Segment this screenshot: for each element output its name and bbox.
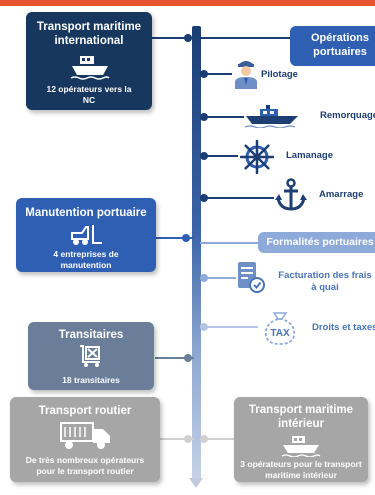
connector-road <box>150 438 194 440</box>
header-title: Opérations portuaires <box>310 32 370 58</box>
connector-dot <box>182 234 190 242</box>
tugboat-icon <box>244 105 298 128</box>
card-international-maritime: Transport maritime international 12 opér… <box>26 12 152 110</box>
pilot-icon <box>235 61 257 89</box>
towing-label: Remorquage <box>320 110 375 121</box>
ship-wheel-icon <box>240 140 274 174</box>
billing-label: Facturation des frais à quai <box>278 270 372 293</box>
anchor-icon <box>275 178 307 211</box>
card-subtitle: 3 opérateurs pour le transport maritime … <box>240 459 362 480</box>
mooring-lines-label: Lamanage <box>286 150 333 161</box>
card-road-transport: Transport routier De très nombreux opéra… <box>10 397 160 482</box>
connector-port-ops <box>200 37 292 39</box>
card-title: Transport maritime intérieur <box>248 404 354 430</box>
pilotage-label: Pilotage <box>261 69 298 80</box>
truck-icon <box>60 422 110 449</box>
header-title: Formalités portuaires <box>266 236 374 248</box>
card-inland-maritime: Transport maritime intérieur 3 opérateur… <box>234 397 368 482</box>
connector-dot <box>184 354 192 362</box>
taxes-label: Droits et taxes <box>312 322 375 333</box>
connector-forwarders <box>155 357 194 359</box>
connector-handling <box>155 237 194 239</box>
connector-taxes <box>200 326 258 328</box>
card-title: Transitaires <box>58 329 124 341</box>
customs-cart-icon <box>80 345 100 367</box>
invoice-icon <box>238 262 265 293</box>
connector-pilotage <box>200 73 232 75</box>
top-accent-bar <box>0 0 375 6</box>
connector-mooring-lines <box>200 155 238 157</box>
header-port-formalities: Formalités portuaires <box>258 232 375 253</box>
timeline-arrow-head <box>189 478 203 488</box>
connector-formalities <box>200 242 258 244</box>
ship-icon <box>70 56 110 80</box>
connector-dot <box>184 34 192 42</box>
mooring-label: Amarrage <box>319 189 364 200</box>
timeline-spine <box>192 26 201 482</box>
forklift-icon <box>71 225 102 245</box>
connector-dot <box>184 435 192 443</box>
connector-towing <box>200 116 244 118</box>
header-port-operations: Opérations portuaires <box>290 26 375 66</box>
card-title: Transport maritime international <box>36 21 142 47</box>
connector-maritime <box>150 37 194 39</box>
connector-mooring <box>200 197 274 199</box>
card-port-handling: Manutention portuaire 4 entreprises de m… <box>16 198 156 272</box>
connector-billing <box>200 277 236 279</box>
card-subtitle: 12 opérateurs vers la NC <box>46 84 132 105</box>
ship-icon <box>281 436 321 457</box>
card-subtitle: De très nombreux opérateurs pour le tran… <box>25 455 145 476</box>
card-subtitle: 18 transitaires <box>62 375 120 385</box>
card-forwarders: Transitaires 18 transitaires <box>28 322 154 390</box>
connector-inland <box>200 438 238 440</box>
svg-text:TAX: TAX <box>270 328 290 339</box>
card-title: Transport routier <box>38 405 132 417</box>
card-subtitle: 4 entreprises de manutention <box>53 249 119 270</box>
tax-bag-icon: TAX <box>264 312 296 345</box>
card-title: Manutention portuaire <box>25 207 147 219</box>
